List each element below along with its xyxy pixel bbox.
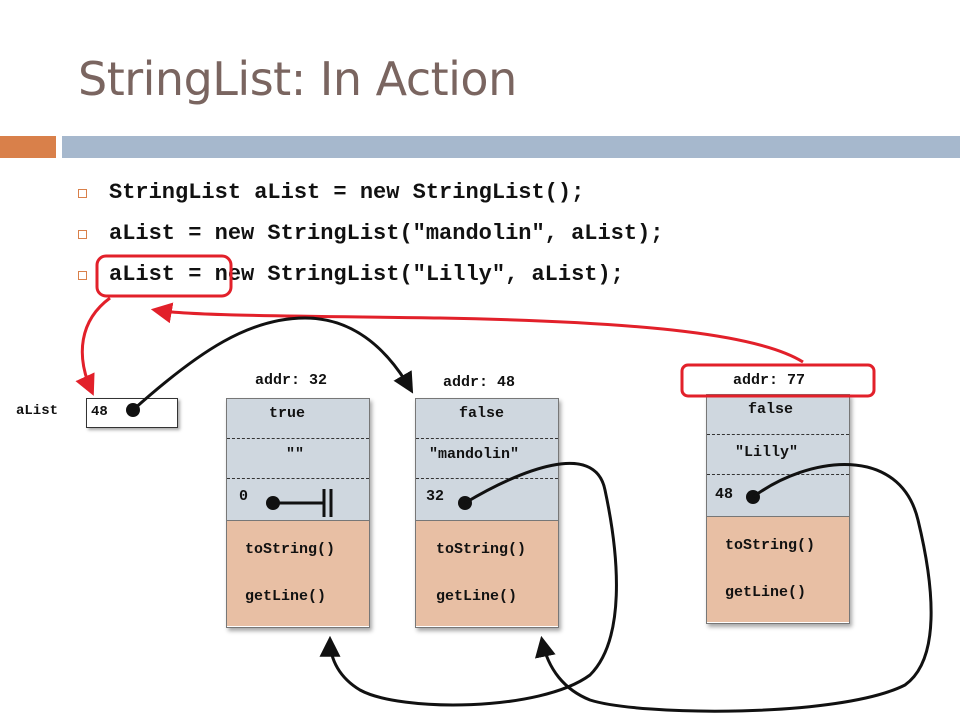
square-bullet-icon xyxy=(78,230,87,239)
accent-bar-blue xyxy=(62,136,960,158)
node-methods: toString() getLine() xyxy=(707,517,849,622)
node-flag-value: false xyxy=(459,405,505,422)
red-arrow-address-to-assignment xyxy=(150,302,804,364)
node-method-tostring: toString() xyxy=(245,541,336,558)
highlight-assignment xyxy=(95,254,233,298)
alist-value: 48 xyxy=(91,404,108,420)
square-bullet-icon xyxy=(78,189,87,198)
node-field-next: 0 xyxy=(227,479,369,521)
node-field-flag: true xyxy=(227,399,369,439)
node-methods: toString() getLine() xyxy=(416,521,558,626)
node-field-string: "Lilly" xyxy=(707,435,849,475)
highlight-address-77 xyxy=(680,363,876,398)
node-next-value: 0 xyxy=(239,488,249,505)
list-item: aList = new StringList("Lilly", aList); xyxy=(78,254,664,295)
alist-label: aList xyxy=(16,403,59,419)
node-object: false "Lilly" 48 toString() getLine() xyxy=(706,394,850,624)
node-field-flag: false xyxy=(416,399,558,439)
node-next-value: 32 xyxy=(426,488,445,505)
node-method-getline: getLine() xyxy=(725,584,807,601)
arrow-alist-to-node48 xyxy=(131,316,414,412)
node-field-string: "" xyxy=(227,439,369,479)
node-address-label: addr: 48 xyxy=(443,374,516,391)
node-next-value: 48 xyxy=(715,486,734,503)
node-string-value: "mandolin" xyxy=(429,446,520,463)
node-object: false "mandolin" 32 toString() getLine() xyxy=(415,398,559,628)
node-method-getline: getLine() xyxy=(436,588,518,605)
node-methods: toString() getLine() xyxy=(227,521,369,626)
code-bullet-list: StringList aList = new StringList(); aLi… xyxy=(78,172,664,295)
list-item: aList = new StringList("mandolin", aList… xyxy=(78,213,664,254)
arrow-node48-to-node32 xyxy=(319,462,618,707)
node-address-label: addr: 32 xyxy=(255,372,328,389)
code-line: aList = new StringList("mandolin", aList… xyxy=(109,221,664,246)
node-field-next: 32 xyxy=(416,479,558,521)
node-method-getline: getLine() xyxy=(245,588,327,605)
node-string-value: "Lilly" xyxy=(735,444,799,461)
list-item: StringList aList = new StringList(); xyxy=(78,172,664,213)
page-title: StringList: In Action xyxy=(78,52,517,106)
accent-bar-orange xyxy=(0,136,56,158)
node-field-string: "mandolin" xyxy=(416,439,558,479)
arrow-node77-to-node48 xyxy=(535,463,933,713)
node-string-value: "" xyxy=(286,446,305,463)
node-address-label: addr: 77 xyxy=(733,372,806,389)
node-flag-value: true xyxy=(269,405,306,422)
node-field-flag: false xyxy=(707,395,849,435)
square-bullet-icon xyxy=(78,271,87,280)
node-object: true "" 0 toString() getLine() xyxy=(226,398,370,628)
code-line: aList = new StringList("Lilly", aList); xyxy=(109,262,624,287)
red-arrow-assignment-to-alist xyxy=(75,296,111,396)
node-method-tostring: toString() xyxy=(725,537,816,554)
code-line: StringList aList = new StringList(); xyxy=(109,180,585,205)
node-method-tostring: toString() xyxy=(436,541,527,558)
node-flag-value: false xyxy=(748,401,794,418)
